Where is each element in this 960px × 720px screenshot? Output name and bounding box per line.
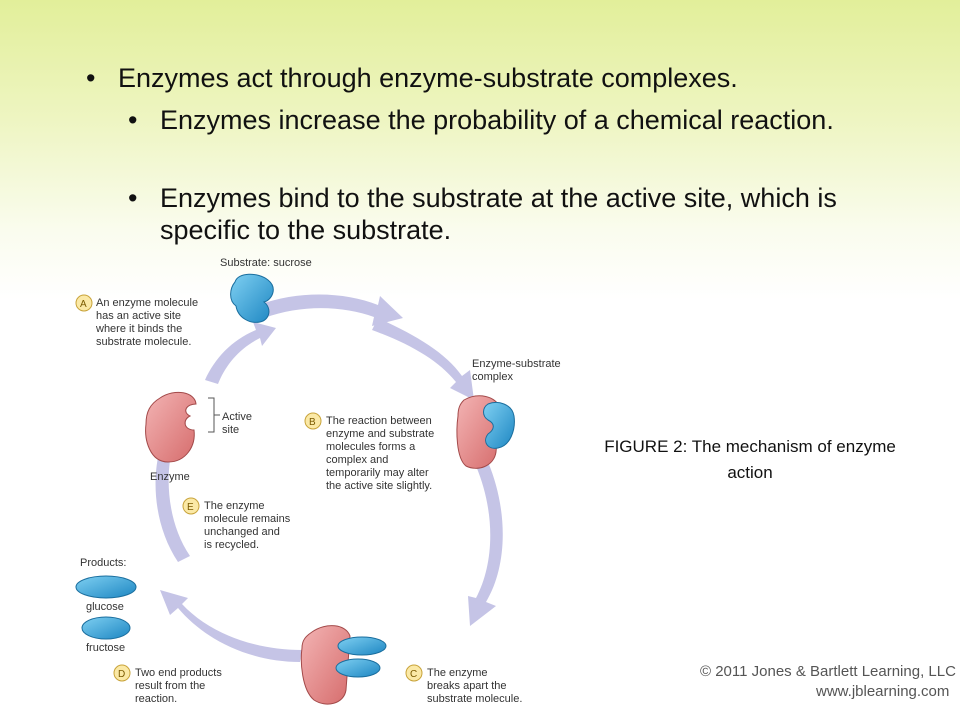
cycle-arrow-upper-left: [205, 322, 276, 384]
step-b-text-1: The reaction between: [326, 415, 432, 427]
bullet-marker: •: [128, 183, 138, 213]
bullet-marker: •: [86, 63, 96, 93]
step-a-text-4: substrate molecule.: [96, 336, 191, 348]
cycle-arrow-top: [258, 294, 403, 326]
bullet-1: • Enzymes act through enzyme-substrate co…: [86, 62, 738, 94]
copyright-line-2: www.jblearning.com: [816, 683, 950, 700]
step-c-text-2: breaks apart the: [427, 680, 507, 692]
bullet-2: • Enzymes increase the probability of a c…: [128, 104, 860, 136]
bullet-text: Enzymes bind to the substrate at the act…: [160, 183, 837, 245]
step-c: C The enzyme breaks apart the substrate …: [405, 664, 522, 705]
step-c-letter: C: [410, 669, 417, 680]
step-d-text-3: reaction.: [135, 693, 177, 705]
step-e-letter: E: [187, 502, 194, 513]
fructose-label: fructose: [86, 642, 125, 654]
step-b: B The reaction between enzyme and substr…: [304, 412, 434, 492]
step-e-text-4: is recycled.: [204, 539, 259, 551]
step-e-text-3: unchanged and: [204, 526, 280, 538]
active-site-label-2: site: [222, 424, 239, 436]
products-label: Products:: [80, 557, 126, 569]
cycle-arrow-top-right: [372, 318, 474, 400]
step-b-letter: B: [309, 417, 316, 428]
bullet-text: Enzymes increase the probability of a ch…: [160, 105, 834, 135]
step-e-text-1: The enzyme: [204, 500, 265, 512]
es-complex-label-1: Enzyme-substrate: [472, 358, 561, 370]
step-b-text-4: complex and: [326, 454, 388, 466]
enzyme-shape: [145, 391, 197, 463]
step-b-text-5: temporarily may alter: [326, 467, 429, 479]
step-b-text-2: enzyme and substrate: [326, 428, 434, 440]
enzyme-substrate-complex-shape: [456, 395, 515, 469]
step-a-letter: A: [80, 299, 87, 310]
bullet-list: • Enzymes act through enzyme-substrate co…: [0, 0, 960, 260]
step-a-text-2: has an active site: [96, 310, 181, 322]
step-c-text-3: substrate molecule.: [427, 693, 522, 705]
step-d-text-1: Two end products: [135, 667, 222, 679]
step-c-text-1: The enzyme: [427, 667, 488, 679]
es-complex-label-2: complex: [472, 371, 513, 383]
step-b-text-6: the active site slightly.: [326, 480, 432, 492]
step-a-text-1: An enzyme molecule: [96, 297, 198, 309]
figure-caption: FIGURE 2: The mechanism of enzyme action: [604, 437, 896, 482]
step-d-text-2: result from the: [135, 680, 205, 692]
step-e-text-2: molecule remains: [204, 513, 291, 525]
step-a-text-3: where it binds the: [95, 323, 182, 335]
enzyme-label: Enzyme: [150, 471, 190, 483]
active-site-bracket: [208, 397, 215, 433]
active-site-label-1: Active: [222, 411, 252, 423]
cycle-arrow-bottom-left: [160, 590, 302, 662]
step-e: E The enzyme molecule remains unchanged …: [182, 497, 291, 551]
bullet-text: Enzymes act through enzyme-substrate com…: [118, 63, 738, 93]
bullet-3: • Enzymes bind to the substrate at the ac…: [128, 182, 880, 246]
substrate-sucrose-shape: [230, 273, 274, 323]
substrate-label: Substrate: sucrose: [220, 257, 312, 269]
copyright-line-1: © 2011 Jones & Bartlett Learning, LLC: [700, 663, 956, 680]
cycle-arrow-right: [468, 462, 503, 626]
enzyme-breaking-substrate-shape: [300, 625, 387, 705]
glucose-label: glucose: [86, 601, 124, 613]
fructose-shape: [81, 616, 131, 640]
step-a: A An enzyme molecule has an active site …: [75, 294, 198, 348]
bullet-marker: •: [128, 105, 138, 135]
copyright-notice: © 2011 Jones & Bartlett Learning, LLC ww…: [700, 662, 956, 702]
step-d-letter: D: [118, 669, 125, 680]
step-d: D Two end products result from the react…: [113, 664, 222, 705]
step-b-text-3: molecules forms a: [326, 441, 416, 453]
glucose-shape: [75, 575, 137, 599]
